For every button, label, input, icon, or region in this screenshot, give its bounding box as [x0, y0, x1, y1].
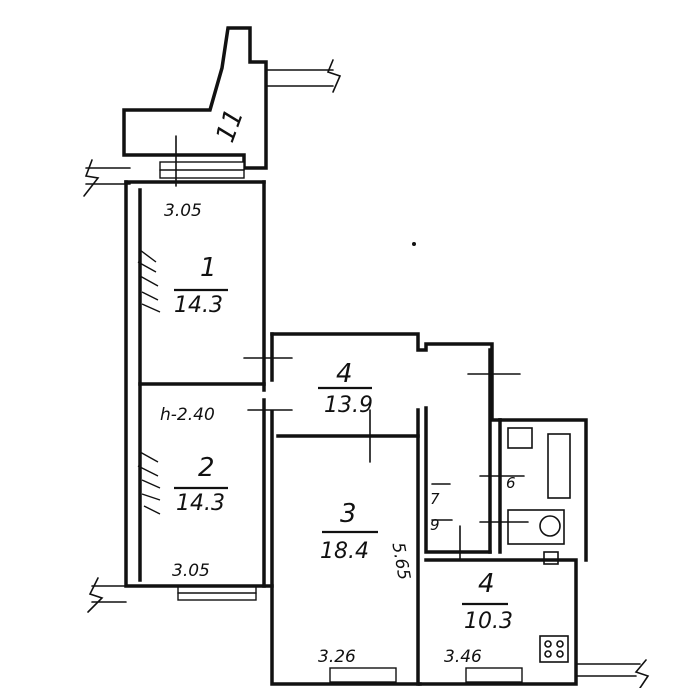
room-3-area: 18.4 — [320, 539, 369, 564]
window-room4 — [465, 667, 523, 683]
room4-width-dimension: 3.46 — [444, 647, 482, 667]
room3-width-dimension: 3.26 — [318, 647, 356, 667]
balcony-outline — [122, 26, 342, 170]
door-ticks — [175, 135, 529, 561]
room-7-number: 7 — [430, 490, 440, 508]
room-11-number: 11 — [210, 105, 250, 146]
room2-width-dimension: 3.05 — [172, 561, 210, 581]
left-rooms-walls — [87, 180, 274, 613]
room-6-number: 6 — [506, 474, 516, 492]
radiator-hatching — [137, 249, 161, 515]
room-1-number: 1 — [200, 253, 217, 283]
room3-length-dimension: 5.65 — [387, 541, 413, 582]
stray-mark — [412, 242, 416, 246]
room-2-number: 2 — [198, 453, 215, 483]
room-4-number: 4 — [478, 569, 495, 599]
center-walls — [270, 332, 650, 688]
top-left-wall — [83, 159, 131, 197]
room-2-area: 14.3 — [176, 491, 225, 516]
room-1-area: 14.3 — [174, 293, 223, 318]
bathroom-fixtures — [507, 427, 571, 663]
room-3-number: 3 — [340, 499, 357, 529]
ceiling-height-label: h-2.40 — [160, 405, 215, 425]
room-9-number: 9 — [430, 516, 440, 534]
room-4-area: 10.3 — [464, 609, 513, 634]
window-room3 — [329, 667, 397, 683]
room1-width-dimension: 3.05 — [164, 201, 202, 221]
hall-area: 13.9 — [324, 393, 373, 418]
hall-number: 4 — [336, 359, 353, 389]
